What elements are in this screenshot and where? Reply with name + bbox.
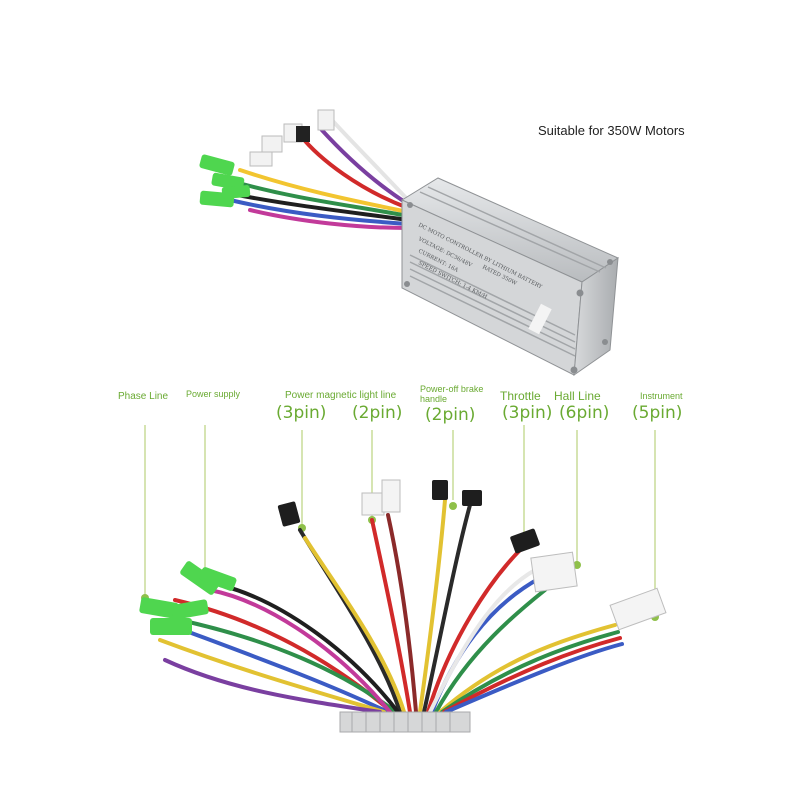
pin-count-throttle: (3pin)	[502, 403, 553, 423]
label-phase-line: Phase Line	[118, 391, 169, 402]
controller-housing	[400, 177, 620, 377]
label-power-supply: Power supply	[186, 389, 241, 399]
lower-wire-bundle	[158, 498, 624, 714]
pin-count-hall: (6pin)	[559, 403, 610, 423]
upper-wire-bundle	[228, 116, 410, 230]
lower-black-connectors	[277, 480, 540, 554]
label-throttle: Throttle	[500, 389, 541, 403]
upper-white-connectors	[249, 109, 335, 167]
callout-lines	[144, 425, 656, 615]
label-instrument: Instrument	[640, 391, 683, 401]
label-power-off-brake-handle: Power-off brake handle	[420, 384, 484, 404]
bundle-base	[339, 711, 471, 733]
upper-green-connectors	[199, 154, 251, 208]
pin-count-2pin-line: (2pin)	[352, 403, 403, 423]
callout-dots	[141, 502, 659, 621]
lower-green-connectors	[139, 561, 237, 635]
pin-count-brake: (2pin)	[425, 405, 476, 425]
label-hall-line: Hall Line	[554, 389, 601, 403]
pin-count-power-light: (3pin)	[276, 403, 327, 423]
pin-count-instrument: (5pin)	[632, 403, 683, 423]
product-caption: Suitable for 350W Motors	[538, 123, 685, 138]
label-power-magnetic-light-line: Power magnetic light line	[285, 390, 397, 401]
lower-white-connectors	[361, 479, 667, 631]
